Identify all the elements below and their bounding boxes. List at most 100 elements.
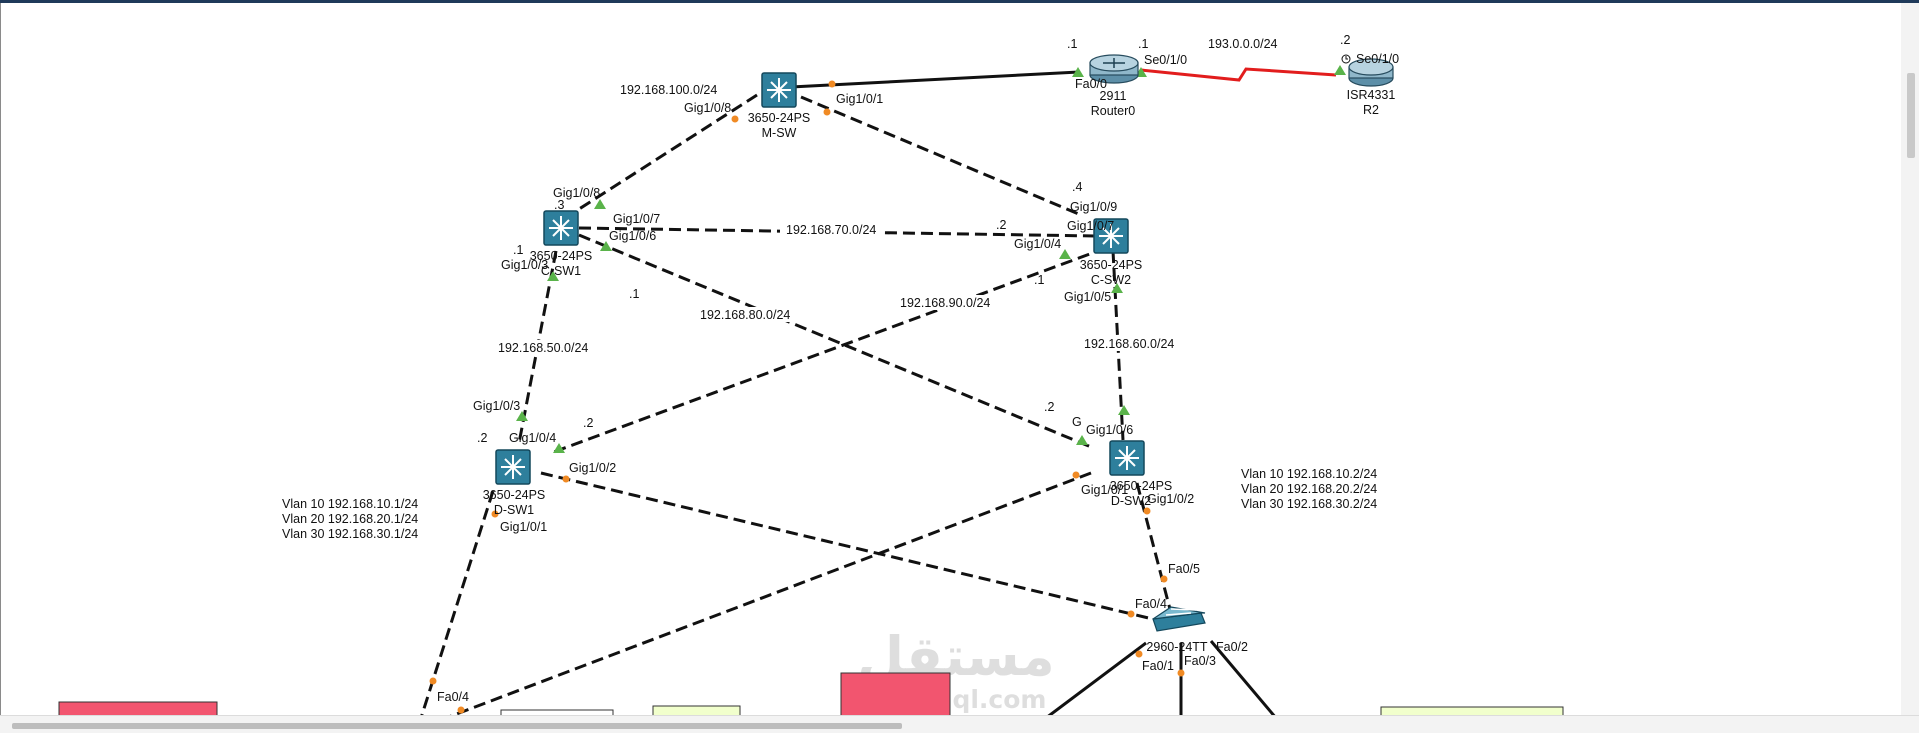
net-100-label: 192.168.100.0/24 (620, 83, 717, 97)
device-csw1[interactable]: 3650-24PS C-SW1 (530, 210, 593, 278)
dsw2-g-label: G (1072, 415, 1082, 429)
vlan-left-20: Vlan 20 192.168.20.1/24 (282, 512, 418, 526)
dsw1-g1-label: Gig1/0/1 (500, 520, 547, 534)
dsw1-model: 3650-24PS (483, 488, 546, 502)
device-csw2[interactable]: 3650-24PS C-SW2 (1080, 218, 1143, 287)
acc-fa5-label: Fa0/5 (1168, 562, 1200, 576)
vertical-scroll-thumb[interactable] (1907, 73, 1915, 158)
dsw2-g2-label: Gig1/0/2 (1147, 492, 1194, 506)
device-router0[interactable]: 2911 Router0 (1089, 54, 1139, 118)
link-dsw2-down (445, 471, 1092, 718)
csw1-ip3: .3 (554, 198, 564, 212)
port-amber-icon (731, 115, 739, 123)
csw2-g9-label: Gig1/0/9 (1070, 200, 1117, 214)
csw2-g4-label: Gig1/0/4 (1014, 237, 1061, 251)
acc-fa2-label: Fa0/2 (1216, 640, 1248, 654)
port-up-icon (1334, 65, 1346, 75)
csw1-g6-label: Gig1/0/6 (609, 229, 656, 243)
r0-fa-label: Fa0/0 (1075, 77, 1107, 91)
horizontal-scrollbar[interactable] (0, 715, 1919, 733)
csw2-g7-label: Gig1/0/7 (1067, 219, 1114, 233)
csw2-g5-label: Gig1/0/5 (1064, 290, 1111, 304)
network-diagram: مستقل mostaql.com (58, 33, 1564, 718)
csw1-g7-label: Gig1/0/7 (613, 212, 660, 226)
r2-ip: .2 (1340, 33, 1350, 47)
port-up-icon (1118, 405, 1130, 415)
r0-se-label: Se0/1/0 (1144, 53, 1187, 67)
csw1-name: C-SW1 (541, 264, 581, 278)
port-amber-icon (1143, 507, 1151, 515)
dsw1-ip2b: .2 (583, 416, 593, 430)
port-amber-icon (1135, 650, 1143, 658)
note-pink-center[interactable] (840, 672, 951, 718)
links (419, 93, 1173, 718)
link-dsw1-access (540, 471, 1162, 623)
link-labels: 193.0.0.0/24 192.168.100.0/24 192.168.70… (492, 36, 1281, 355)
clock-icon (1341, 54, 1351, 64)
link-csw1-dsw2 (578, 233, 1092, 449)
port-up-icon (600, 241, 612, 251)
port-amber-icon (1160, 575, 1168, 583)
router0-model: 2911 (1100, 89, 1127, 103)
vlan-right-10: Vlan 10 192.168.10.2/24 (1241, 467, 1377, 481)
csw1-g3-label: Gig1/0/3 (501, 258, 548, 272)
device-dsw2[interactable]: 3650-24PS D-SW2 (1109, 440, 1173, 508)
dsw1-g4-label: Gig1/0/4 (509, 431, 556, 445)
port-amber-icon (1127, 610, 1135, 618)
link-csw2-dsw1 (550, 246, 1107, 455)
device-access-switch[interactable]: 2960-24TT (1146, 606, 1208, 654)
horizontal-scroll-thumb[interactable] (12, 723, 902, 729)
port-amber-icon (562, 475, 570, 483)
vlan-note-left[interactable]: Vlan 10 192.168.10.1/24 Vlan 20 192.168.… (279, 496, 418, 544)
port-up-icon (1111, 283, 1123, 293)
csw2-ip1: .1 (1034, 273, 1044, 287)
topology-canvas[interactable]: مستقل mostaql.com (0, 3, 1919, 733)
net-193-label: 193.0.0.0/24 (1208, 37, 1278, 51)
link-access-pc3 (1209, 640, 1278, 718)
device-dsw1[interactable]: 3650-24PS D-SW1 (483, 449, 546, 517)
port-up-icon (1076, 435, 1088, 445)
dsw2-model: 3650-24PS (1110, 479, 1173, 493)
vertical-scrollbar[interactable] (1901, 3, 1919, 715)
solid-links (790, 70, 1278, 718)
dsw1-name: D-SW1 (494, 503, 534, 517)
port-indicators (429, 65, 1346, 714)
r2-se-label: Se0/1/0 (1356, 52, 1399, 66)
r2-name: R2 (1363, 103, 1379, 117)
dsw1-g2-label: Gig1/0/2 (569, 461, 616, 475)
vlan-left-30: Vlan 30 192.168.30.1/24 (282, 527, 418, 541)
csw2-ip2: .2 (996, 218, 1006, 232)
net-80-label: 192.168.80.0/24 (700, 308, 790, 322)
net-60-label: 192.168.60.0/24 (1084, 337, 1174, 351)
serial-link-r0-r2 (1140, 67, 1337, 82)
port-up-icon (553, 443, 565, 453)
device-msw[interactable]: 3650-24PS M-SW (748, 72, 811, 140)
port-amber-icon (1072, 471, 1080, 479)
device-r2[interactable]: ISR4331 R2 (1347, 58, 1396, 117)
dsw2-g1-label: Gig1/0/1 (1081, 483, 1128, 497)
csw1-ip1: .1 (513, 243, 523, 257)
port-up-icon (516, 411, 528, 421)
csw1-ip1b: .1 (629, 287, 639, 301)
port-up-icon (1072, 67, 1084, 77)
r0-ip: .1 (1067, 37, 1077, 51)
vlan-note-right[interactable]: Vlan 10 192.168.10.2/24 Vlan 20 192.168.… (1238, 466, 1377, 514)
csw2-name: C-SW2 (1091, 273, 1131, 287)
dsw2-ip2: .2 (1044, 400, 1054, 414)
access-model: 2960-24TT (1146, 640, 1208, 654)
csw1-g8-label: Gig1/0/8 (553, 186, 600, 200)
port-up-icon (594, 199, 606, 209)
port-labels: .1 .1 .2 Fa0/0 Se0/1/0 Se0/1/0 Gig1/0/8 … (437, 33, 1399, 704)
port-amber-icon (1177, 669, 1185, 677)
acc-fa4-label: Fa0/4 (1135, 597, 1167, 611)
acc-fa1-label: Fa0/1 (1142, 659, 1174, 673)
net-50-label: 192.168.50.0/24 (498, 341, 588, 355)
msw-model: 3650-24PS (748, 111, 811, 125)
msw-g8-label: Gig1/0/8 (684, 101, 731, 115)
port-up-icon (547, 271, 559, 281)
dsw1-g3-label: Gig1/0/3 (473, 399, 520, 413)
port-amber-icon (823, 108, 831, 116)
link-msw-csw2 (800, 95, 1082, 217)
note-pink-left[interactable] (58, 701, 218, 718)
vlan-right-20: Vlan 20 192.168.20.2/24 (1241, 482, 1377, 496)
